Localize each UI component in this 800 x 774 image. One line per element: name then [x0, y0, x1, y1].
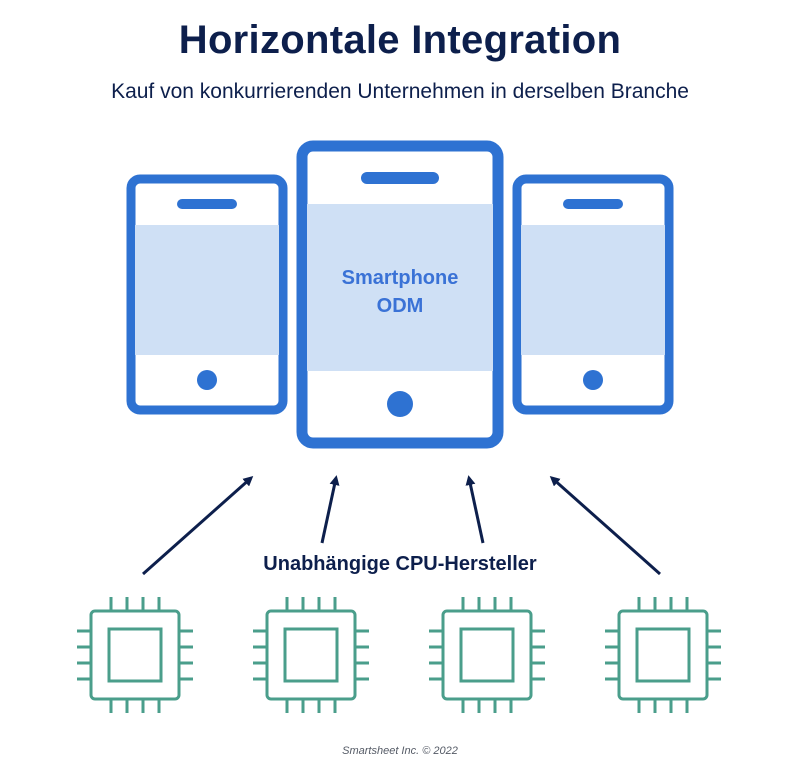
cpu-chip-icon	[253, 597, 369, 713]
center-phone-label: Smartphone ODM	[300, 264, 500, 320]
cpu-group-label: Unabhängige CPU-Hersteller	[263, 553, 537, 575]
center-phone-label-line1: Smartphone	[341, 267, 459, 289]
page-subtitle: Kauf von konkurrierenden Unternehmen in …	[111, 80, 689, 103]
right-phone-icon	[512, 174, 674, 415]
arrow-4	[549, 476, 661, 576]
arrow-3	[465, 475, 485, 544]
page-title: Horizontale Integration	[178, 18, 622, 62]
center-phone-label-line2: ODM	[376, 295, 424, 317]
center-phone-icon	[296, 140, 504, 449]
footer-copyright: Smartsheet Inc. © 2022	[342, 745, 458, 757]
arrows	[142, 475, 661, 576]
left-phone-icon	[126, 174, 288, 415]
arrow-1	[142, 476, 254, 576]
cpu-chip-icon	[605, 597, 721, 713]
cpu-chip-icon	[429, 597, 545, 713]
cpu-chip-icon	[77, 597, 193, 713]
arrow-2	[320, 475, 340, 544]
cpu-chips	[77, 597, 721, 713]
